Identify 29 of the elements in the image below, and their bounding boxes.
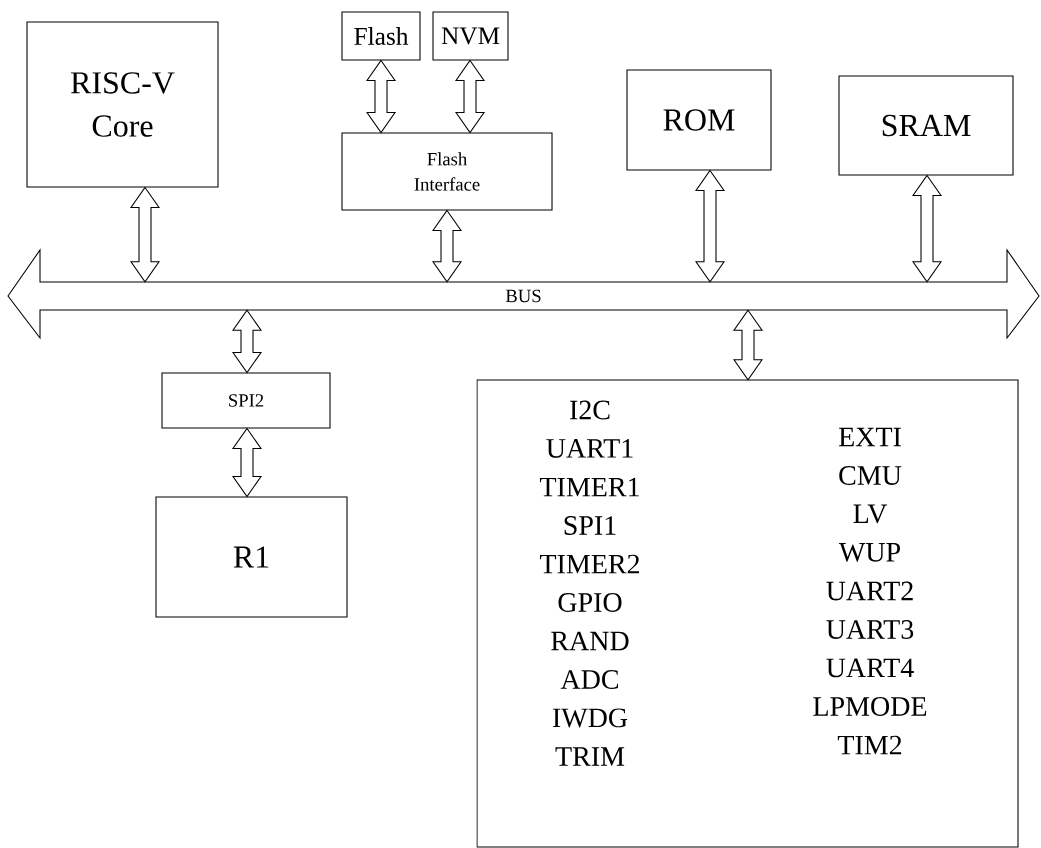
peripheral-label: UART3 <box>826 620 914 639</box>
peripheral-label: CMU <box>839 466 902 485</box>
peripheral-label: TIM2 <box>837 735 902 755</box>
peripheral-label: LV <box>853 504 888 524</box>
block-box: RISC-V Core <box>26 21 219 188</box>
block-box: SRAM <box>838 75 1014 176</box>
peripheral-label: TRIM <box>555 747 625 766</box>
block-box: Flash <box>341 11 421 61</box>
block-box: Flash Interface <box>341 132 553 211</box>
peripheral-label: GPIO <box>558 593 622 612</box>
peripheral-label: ADC <box>560 670 618 689</box>
peripheral-label: I2C <box>570 400 610 420</box>
peripheral-label: WUP <box>838 543 900 562</box>
block-box: R1 <box>155 496 348 618</box>
peripheral-label: TIMER2 <box>539 554 640 574</box>
block-box: NVM <box>432 11 509 61</box>
peripheral-label: UART1 <box>546 439 633 458</box>
peripheral-label: IWDG <box>552 708 628 728</box>
peripheral-label: SPI1 <box>564 516 616 535</box>
peripheral-label: EXTI <box>838 427 901 447</box>
peripheral-label: UART2 <box>826 581 913 601</box>
peripheral-label: TIMER1 <box>539 477 639 497</box>
double-arrow <box>232 309 263 374</box>
block-box: ROM <box>626 69 772 171</box>
peripheral-label: LPMODE <box>813 697 927 716</box>
peripheral-label: RAND <box>551 631 629 651</box>
double-arrow <box>733 309 764 381</box>
block-box: SPI2 <box>161 372 331 429</box>
peripheral-label: UART4 <box>826 658 914 678</box>
